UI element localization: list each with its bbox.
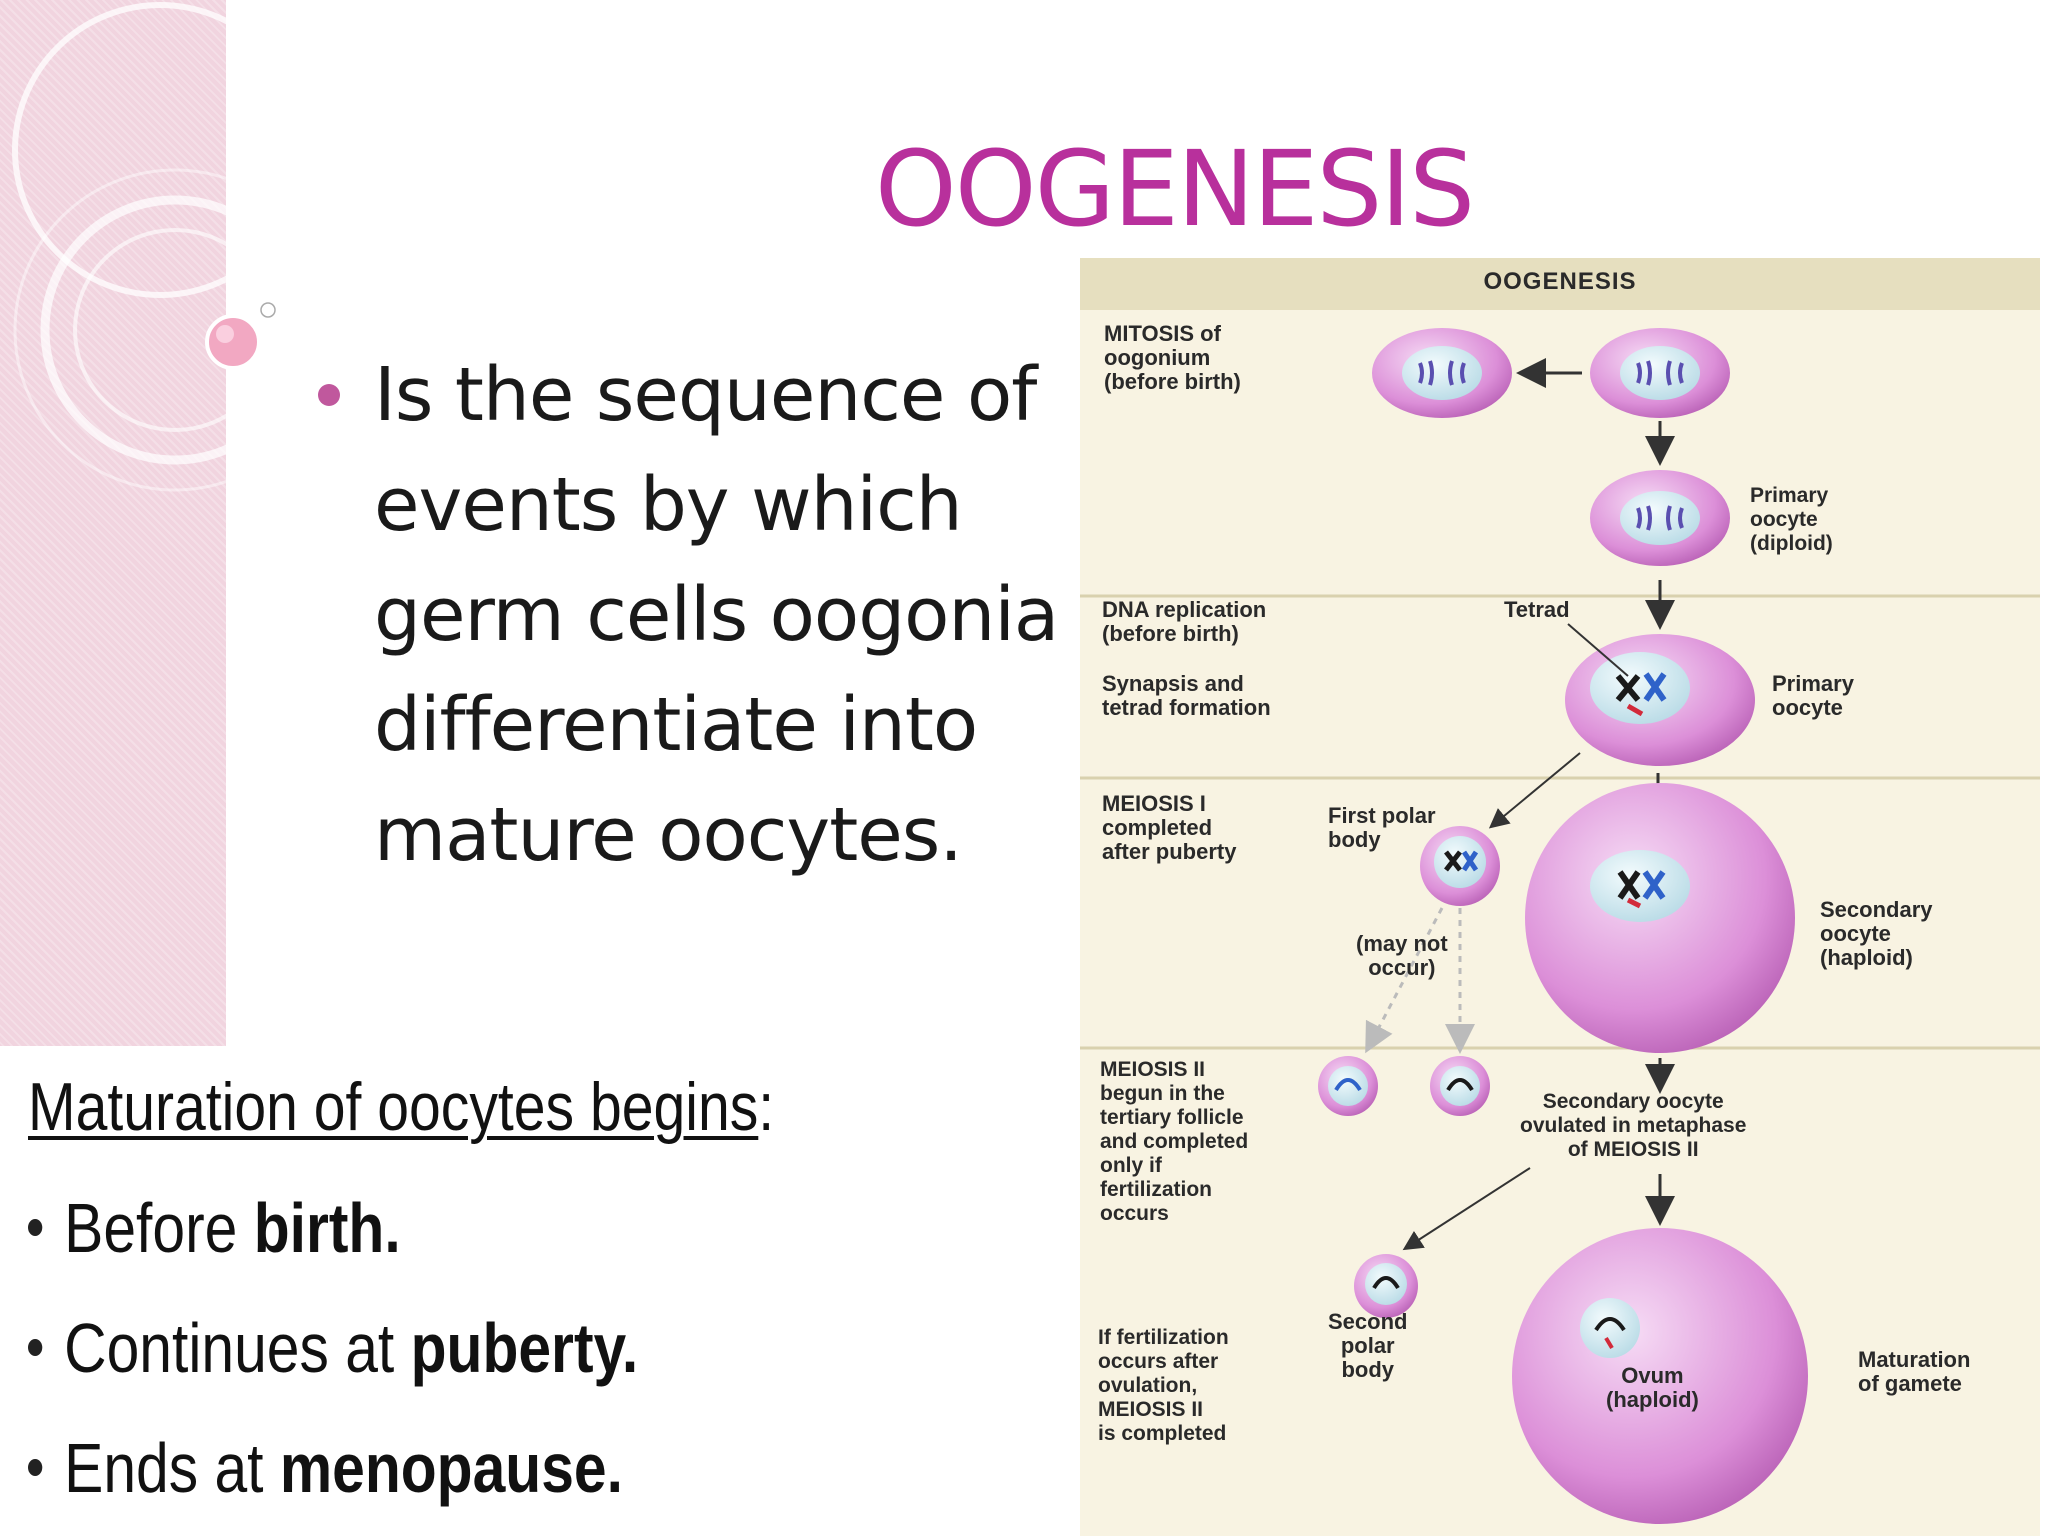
diagram-graphics <box>1080 258 2040 1536</box>
second-polar-body-cell <box>1354 1254 1418 1318</box>
maturation-item-text: Continues at <box>64 1309 411 1387</box>
label-ovum: Ovum (haploid) <box>1606 1363 1699 1412</box>
maturation-item-text: Ends at <box>64 1429 280 1507</box>
label-second-polar-body: Second polar body <box>1328 1309 1408 1382</box>
bullet-dot <box>318 384 340 406</box>
bullet-dot <box>28 1459 43 1477</box>
label-dna-replication: DNA replication (before birth) <box>1102 597 1267 646</box>
label-meiosis-1: MEIOSIS I completed after puberty <box>1102 791 1237 864</box>
arrow <box>1488 752 1581 829</box>
diagram-title-band <box>1080 258 2040 310</box>
label-first-polar-body: First polar body <box>1328 803 1436 852</box>
tetrad-pointer <box>1567 623 1629 677</box>
label-maturation-gamete: Maturation of gamete <box>1858 1347 1971 1396</box>
dashed-arrow <box>1365 907 1444 1054</box>
polar-body-cell <box>1318 1056 1378 1116</box>
bullet-dot <box>28 1339 43 1357</box>
definition-text: Is the sequence of events by which germ … <box>374 352 1059 878</box>
maturation-heading-colon: : <box>758 1069 775 1145</box>
label-if-fertilization: If fertilization occurs after ovulation,… <box>1098 1326 1229 1445</box>
ovum-cell <box>1512 1228 1808 1524</box>
maturation-item-bold: menopause. <box>279 1429 623 1507</box>
polar-body-cell <box>1430 1056 1490 1116</box>
oogonium-cell <box>1590 328 1730 418</box>
oogenesis-diagram: OOGENESIS MITOSIS of oogonium (before bi… <box>1080 258 2040 1536</box>
label-secondary-ovulated: Secondary oocyte ovulated in metaphase o… <box>1520 1090 1747 1161</box>
label-primary-diploid: Primary oocyte (diploid) <box>1750 484 1833 555</box>
label-may-not-occur: (may not occur) <box>1356 931 1448 980</box>
slide-title: OOGENESIS <box>874 128 1475 250</box>
arrow <box>1402 1167 1531 1251</box>
label-meiosis-2: MEIOSIS II begun in the tertiary follicl… <box>1100 1058 1249 1225</box>
maturation-item: Continues at puberty. <box>28 1308 638 1388</box>
oogonium-cell <box>1372 328 1512 418</box>
primary-oocyte-cell <box>1565 634 1755 766</box>
label-primary-oocyte: Primary oocyte <box>1772 671 1854 720</box>
label-mitosis: MITOSIS of oogonium (before birth) <box>1104 321 1241 394</box>
primary-oocyte-diploid-cell <box>1590 470 1730 566</box>
bullet-dot <box>28 1219 43 1237</box>
label-synapsis: Synapsis and tetrad formation <box>1102 671 1271 720</box>
maturation-item-bold: puberty. <box>410 1309 639 1387</box>
maturation-item-bold: birth. <box>253 1189 401 1267</box>
secondary-oocyte-cell <box>1525 783 1795 1053</box>
maturation-section: Maturation of oocytes begins: Before bir… <box>0 1046 1075 1536</box>
decorative-swirls <box>12 2 337 492</box>
maturation-item: Ends at menopause. <box>28 1428 623 1508</box>
diagram-title: OOGENESIS <box>1483 268 1637 295</box>
maturation-heading-text: Maturation of oocytes begins <box>28 1069 759 1145</box>
maturation-item: Before birth. <box>28 1188 401 1268</box>
maturation-item-text: Before <box>64 1189 254 1267</box>
maturation-heading: Maturation of oocytes begins: <box>28 1068 774 1146</box>
first-polar-body-cell <box>1420 826 1500 906</box>
label-secondary-haploid: Secondary oocyte (haploid) <box>1820 897 1933 970</box>
definition-bullet: Is the sequence of events by which germ … <box>318 340 1078 890</box>
label-tetrad: Tetrad <box>1504 597 1570 622</box>
